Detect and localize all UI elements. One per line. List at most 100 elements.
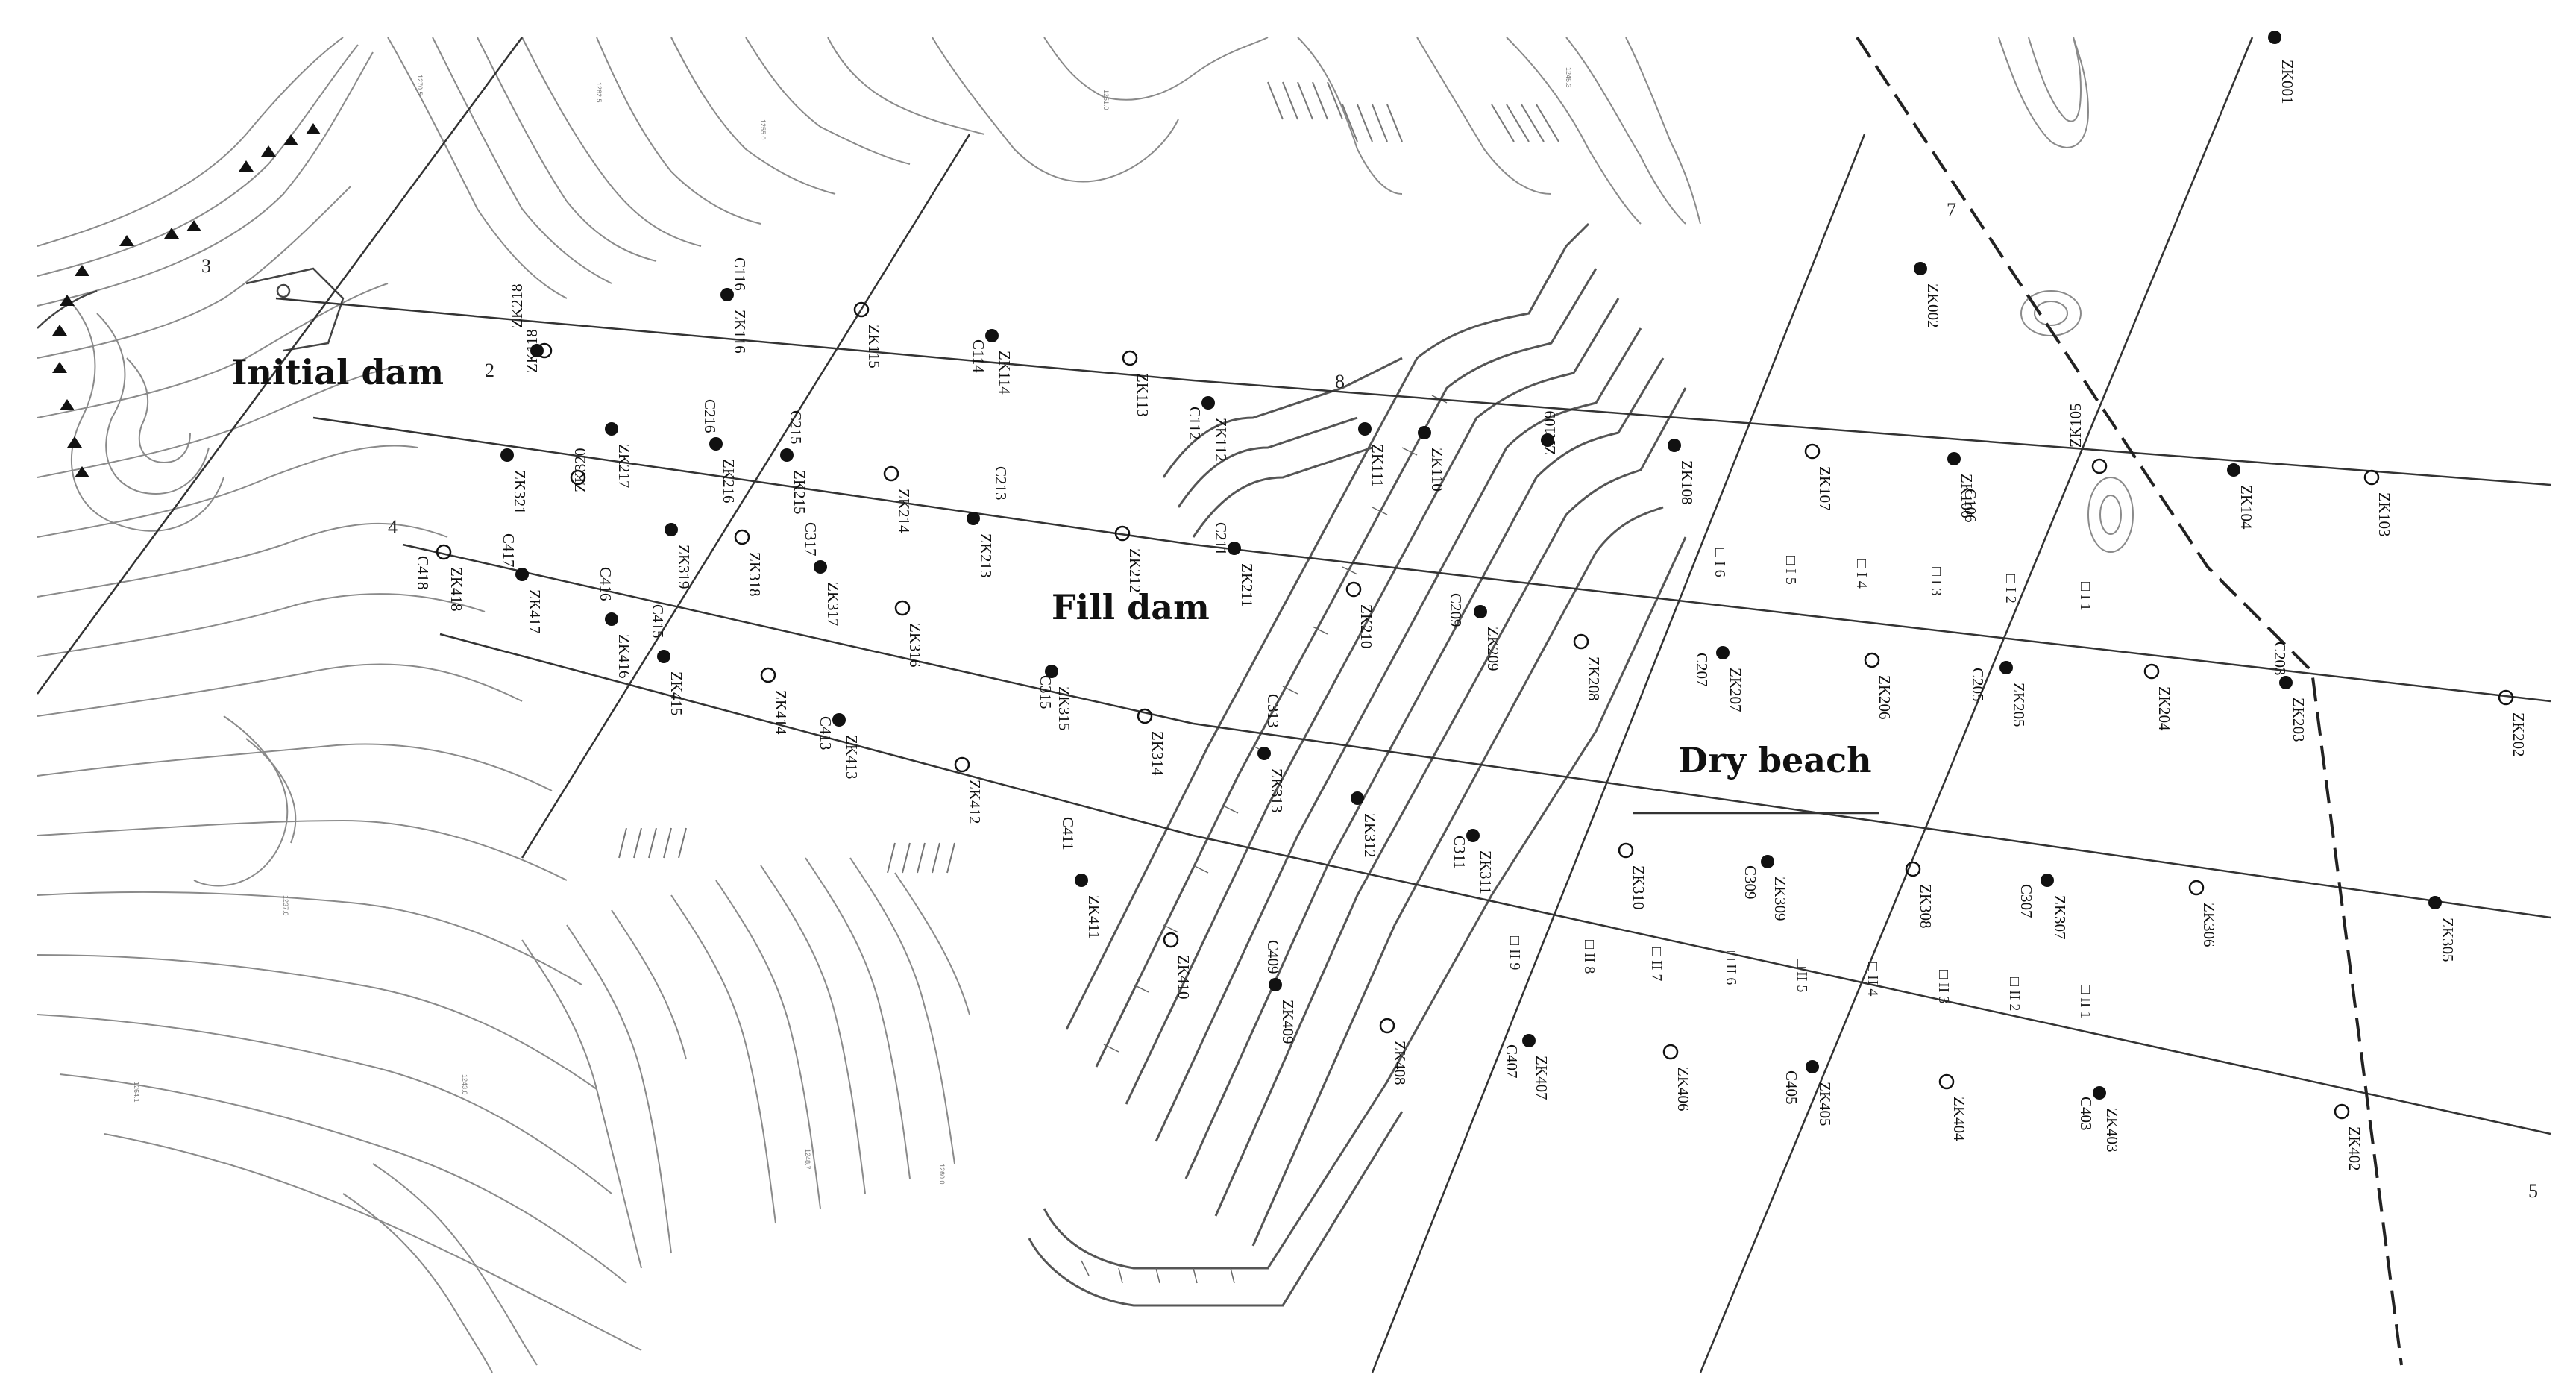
borehole-label: ZK210: [1357, 604, 1375, 649]
svg-text:□ I 4: □ I 4: [1853, 559, 1870, 589]
section-lines: [36, 37, 2551, 1373]
svg-text:□ I 1: □ I 1: [2077, 582, 2093, 611]
borehole-label: ZK310: [1630, 865, 1647, 910]
svg-text:□ II 3: □ II 3: [1935, 970, 1952, 1003]
borehole-label: ZK305: [2439, 918, 2457, 962]
borehole-label: ZK321: [511, 470, 529, 515]
borehole-label: ZK106: [1958, 474, 1976, 518]
borehole-label: ZK214: [895, 489, 913, 533]
fault-symbols: [52, 123, 321, 477]
svg-text:1264.1: 1264.1: [133, 1082, 140, 1103]
svg-text:□ II 6: □ II 6: [1723, 951, 1739, 985]
borehole-label: ZK213: [977, 533, 995, 578]
svg-text:C207: C207: [1693, 653, 1711, 687]
borehole-markers: ZK001 ZK002 ZK103 ZK104 ZK105 ZK106 ZK10…: [436, 31, 2528, 1171]
borehole-label: ZK418: [447, 567, 465, 612]
fill-dam-label: Fill dam: [1052, 587, 1210, 627]
borehole-label: ZK306: [2200, 903, 2218, 947]
svg-text:C409: C409: [1264, 940, 1282, 974]
svg-text:□ II 2: □ II 2: [2006, 977, 2023, 1011]
svg-text:C211: C211: [1212, 522, 1230, 556]
initial-dam-outline: [37, 267, 345, 352]
svg-text:2: 2: [485, 360, 494, 381]
svg-text:C317: C317: [802, 522, 820, 557]
borehole-label: ZK113: [1134, 373, 1152, 417]
borehole-label: ZK404: [1950, 1097, 1968, 1141]
elevation-labels: 1270.5 1262.5 1255.0 1251.0 1245.3 1237.…: [133, 67, 1572, 1185]
borehole-label: ZK403: [2103, 1108, 2121, 1153]
borehole-label: ZK308: [1917, 884, 1935, 929]
svg-text:1260.0: 1260.0: [938, 1164, 946, 1185]
borehole-label: ZK405: [1816, 1082, 1834, 1126]
svg-text:□ I 3: □ I 3: [1928, 567, 1944, 596]
svg-text:□ II 9: □ II 9: [1507, 936, 1523, 970]
svg-text:C417: C417: [500, 533, 518, 568]
borehole-label: ZK319: [675, 545, 693, 589]
borehole-label: ZK216: [720, 459, 738, 504]
borehole-label: ZK114: [996, 351, 1014, 395]
svg-text:1251.0: 1251.0: [1102, 90, 1110, 110]
svg-text:C311: C311: [1451, 836, 1468, 869]
borehole-label: ZK314: [1149, 731, 1166, 776]
svg-text:C216: C216: [701, 399, 719, 433]
svg-text:C203: C203: [2271, 642, 2289, 676]
borehole-label: ZK217: [615, 444, 633, 489]
svg-text:□ II 1: □ II 1: [2077, 985, 2093, 1018]
svg-text:1255.0: 1255.0: [759, 119, 767, 140]
svg-text:C106: C106: [1961, 489, 1979, 523]
berm-ticks: [1081, 395, 1448, 1284]
borehole-label: ZK409: [1279, 1000, 1297, 1044]
borehole-label: ZK109: [1541, 411, 1559, 456]
borehole-label: ZK406: [1674, 1067, 1692, 1112]
borehole-label: ZK416: [615, 634, 633, 679]
svg-text:C405: C405: [1782, 1070, 1800, 1105]
svg-text:C112: C112: [1186, 407, 1204, 440]
contours-top: [387, 37, 1701, 299]
borehole-label: ZK207: [1727, 668, 1744, 712]
borehole-label: ZK208: [1585, 656, 1603, 701]
dry-beach-label: Dry beach: [1678, 740, 1872, 780]
svg-text:□ I 2: □ I 2: [2002, 574, 2019, 604]
svg-text:1245.3: 1245.3: [1565, 67, 1572, 88]
svg-text:C307: C307: [2017, 884, 2035, 918]
svg-text:C403: C403: [2077, 1097, 2095, 1131]
svg-text:C415: C415: [649, 604, 667, 639]
borehole-label: ZK206: [1876, 675, 1894, 720]
borehole-label: ZK001: [2278, 60, 2296, 104]
borehole-label: ZK415: [667, 671, 685, 716]
borehole-label: ZK002: [1924, 283, 1942, 328]
svg-text:C313: C313: [1264, 694, 1282, 728]
borehole-label: ZK408: [1391, 1041, 1409, 1085]
borehole-label: ZK313: [1268, 768, 1286, 813]
svg-text:C315: C315: [1037, 675, 1055, 709]
svg-text:5: 5: [2528, 1180, 2538, 1202]
svg-text:1262.5: 1262.5: [595, 82, 603, 103]
section-numbers: 3 2 4 5 7 8: [201, 199, 2538, 1202]
borehole-label: ZK218: [508, 284, 526, 329]
borehole-label: ZK115: [865, 325, 883, 369]
borehole-label: ZK204: [2155, 686, 2173, 731]
borehole-label: ZK212: [1126, 548, 1144, 593]
svg-text:□ II 4: □ II 4: [1865, 962, 1881, 996]
svg-text:8: 8: [1335, 371, 1345, 392]
svg-text:C114: C114: [970, 339, 987, 373]
contours-left: [37, 37, 642, 1373]
borehole-label: ZK107: [1816, 466, 1834, 511]
svg-text:C413: C413: [817, 716, 835, 750]
borehole-label: ZK417: [526, 589, 544, 634]
borehole-label: ZK215: [791, 470, 808, 515]
cpt-labels: C106 C112 C114 C116 C203 C205 C207 C209 …: [414, 257, 2289, 1131]
borehole-label: ZK411: [1085, 895, 1103, 939]
borehole-label: ZK410: [1175, 955, 1193, 1000]
borehole-label: ZK307: [2051, 895, 2069, 940]
borehole-label: ZK111: [1369, 444, 1386, 487]
svg-text:4: 4: [388, 516, 398, 538]
borehole-label: ZK320: [571, 448, 589, 493]
svg-text:□ I 5: □ I 5: [1782, 556, 1799, 585]
fill-dam-berms: [1028, 222, 1687, 1307]
svg-text:C309: C309: [1741, 865, 1759, 900]
borehole-label: ZK116: [731, 310, 749, 354]
borehole-label: ZK407: [1533, 1056, 1551, 1100]
svg-text:C209: C209: [1447, 593, 1465, 627]
